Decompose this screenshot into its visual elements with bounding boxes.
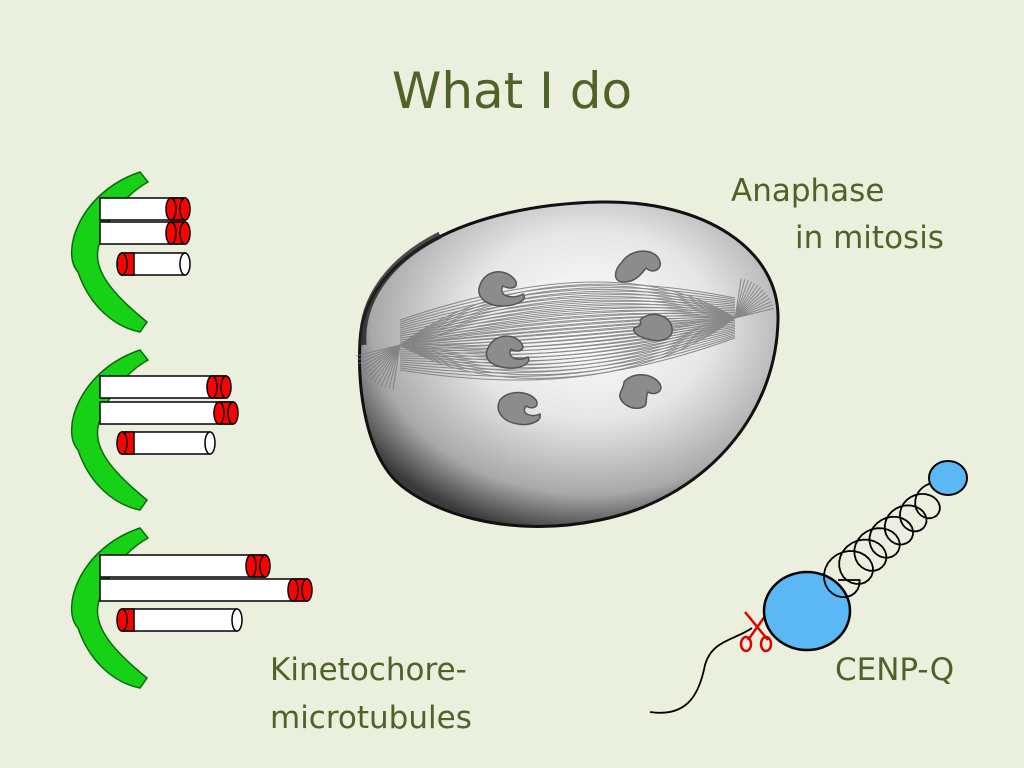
microtubule-end [231,608,243,632]
microtubule-plus-end [179,197,191,221]
kinetochore-panel-1 [70,171,191,333]
cenp-q-label: CENP-Q [835,652,955,688]
microtubule-end [179,252,191,276]
microtubule-plus-end [227,401,239,425]
unstructured-tail [649,627,753,714]
microtubule [121,608,238,632]
kinetochore-arc [70,527,150,689]
microtubule-plus-end [179,221,191,245]
microtubule [99,578,308,602]
cenp-q-globular-domain [762,570,852,652]
anaphase-label-line2: in mitosis [795,220,944,256]
coiled-coil-region [823,481,954,599]
cenp-q-terminal-domain [928,460,968,496]
microtubule-plus-end [220,375,232,399]
cenp-q-cartoon [649,460,968,714]
anaphase-cell-image [356,200,780,528]
microtubule-end [204,431,216,455]
chromosome-cluster [478,250,673,426]
kinetochore-arc [70,349,150,511]
kinetochore-arc [70,171,150,333]
microtubule [99,401,234,425]
kinetochore-label-line1: Kinetochore- [270,652,467,688]
microtubule-plus-end [301,578,313,602]
kinetochore-panel-3 [70,527,313,689]
microtubule-plus-end [259,554,271,578]
anaphase-label-line1: Anaphase [731,173,885,209]
slide-title: What I do [391,62,633,120]
microtubule [121,431,211,455]
microtubule [99,554,266,578]
kinetochore-panel-2 [70,349,239,511]
kinetochore-label-line2: microtubules [270,700,472,736]
